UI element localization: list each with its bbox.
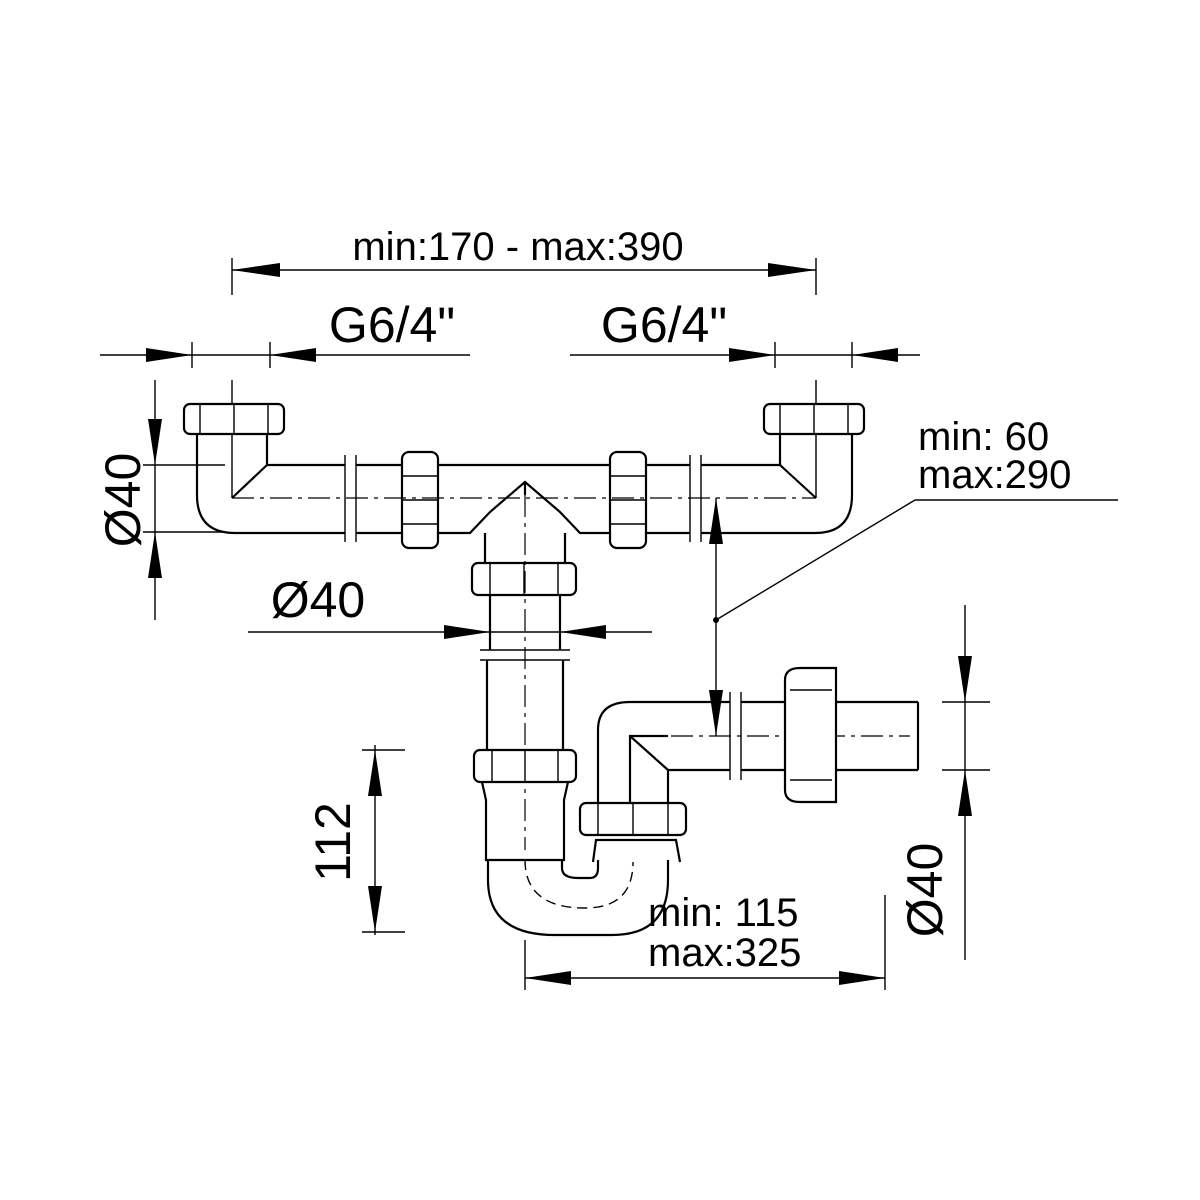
wall-connector bbox=[783, 666, 920, 804]
right-inlet-elbow bbox=[646, 380, 866, 542]
height-112-label: 112 bbox=[305, 802, 361, 882]
vertical-max-label: max:290 bbox=[918, 453, 1071, 497]
thread-left-label: G6/4" bbox=[329, 297, 455, 353]
thread-dimension-left: G6/4" bbox=[100, 297, 470, 368]
vertical-tube bbox=[472, 495, 578, 862]
u-trap bbox=[486, 730, 688, 937]
dia-outlet-label: Ø40 bbox=[271, 572, 366, 628]
horizontal-min-label: min: 115 bbox=[648, 891, 798, 935]
horizontal-adjust-dimension: min: 115 max:325 bbox=[524, 891, 886, 990]
horizontal-max-label: max:325 bbox=[648, 931, 801, 975]
vertical-min-label: min: 60 bbox=[918, 415, 1049, 459]
overall-width-dimension: min:170 - max:390 bbox=[231, 225, 817, 295]
dia-right-label: Ø40 bbox=[897, 843, 953, 938]
left-inlet-elbow bbox=[182, 380, 402, 542]
vertical-adjust-dimension: min: 60 max:290 bbox=[709, 415, 1118, 736]
diameter-dimension-right: Ø40 bbox=[897, 605, 990, 960]
central-tee bbox=[400, 450, 648, 650]
diameter-dimension-outlet: Ø40 bbox=[248, 572, 652, 639]
thread-dimension-right: G6/4" bbox=[570, 297, 920, 368]
overall-width-label: min:170 - max:390 bbox=[352, 225, 683, 269]
height-112-dimension: 112 bbox=[305, 745, 405, 935]
diameter-dimension-left: Ø40 bbox=[95, 380, 225, 620]
thread-right-label: G6/4" bbox=[601, 297, 727, 353]
dia-left-label: Ø40 bbox=[95, 453, 151, 548]
outlet-elbow bbox=[596, 692, 910, 802]
